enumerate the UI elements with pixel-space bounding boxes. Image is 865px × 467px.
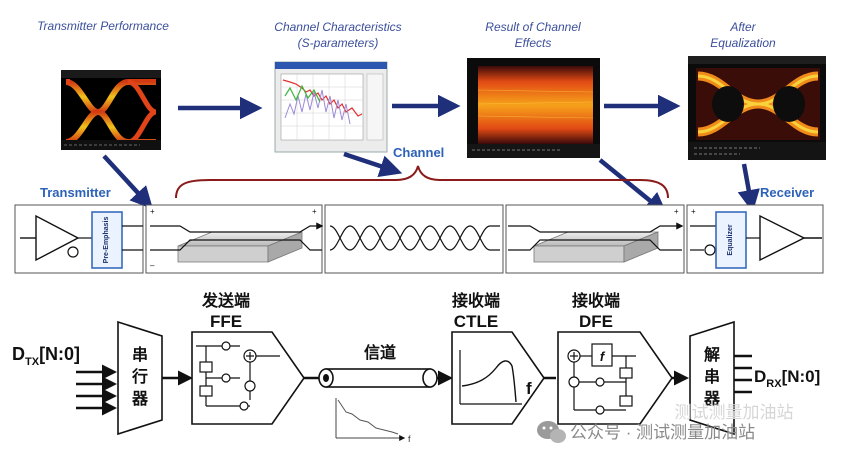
serdes-chain: DTX[N:0] 串 行 器 发送端 FFE [12,291,820,444]
dfe-label: DFE [579,312,613,331]
caption-transmitter-performance: Transmitter Performance [37,19,169,33]
twisted-pair-wire-a [329,225,500,251]
svg-text:–: – [150,261,155,270]
tx-driver-amp [35,214,80,262]
ffe-block [191,331,305,425]
transmitter-box [14,204,144,274]
twisted-pair-wire-b [329,225,500,251]
transmitter-eye-image [61,70,161,150]
arrow-result-to-channel-end [598,158,668,215]
pre-emphasis-label: Pre-Emphasis [103,217,110,264]
svg-text:+: + [312,207,317,216]
svg-text:+: + [691,207,696,216]
deserializer-char-3: 器 [703,390,721,408]
watermark-shadow-text: 测试测量加油站 [675,403,794,422]
channel-label: Channel [393,145,444,160]
drx-label: DRX[N:0] [754,367,820,390]
caption-effects: Effects [515,36,552,50]
channel-loss-plot: f [335,398,411,444]
pre-emphasis-block [91,211,123,269]
tx-title: 发送端 [201,291,250,310]
rx-title-dfe: 接收端 [572,291,620,310]
ffe-internals [196,341,280,411]
caption-result-of-channel: Result of Channel [485,20,581,34]
receiver-label: Receiver [760,185,814,200]
channel-cn-label: 信道 [364,343,396,362]
receiver-box [686,204,824,274]
watermark-brand-text: 公众号 · 测试测量加油站 [570,423,755,442]
parallel-output-arrows [734,354,752,394]
serializer-char-3: 器 [131,390,149,408]
flow-arrows [102,94,760,215]
equalizer-label: Equalizer [727,224,734,255]
caption-s-parameters: (S-parameters) [298,36,379,50]
system-block-row: Pre-Emphasis + – + + + Equalizer [14,204,824,274]
channel-effect-eye-image [467,58,600,158]
ctle-label: CTLE [454,312,498,331]
arrow-sparam-to-channel [343,151,403,177]
equalizer-block [715,211,747,269]
channel-brace [175,165,669,199]
dtx-label: DTX[N:0] [12,344,80,368]
caption-equalization: Equalization [710,36,776,50]
rx-amp [759,214,806,262]
arrow-eq-to-receiver [737,163,760,213]
deserializer-block [689,320,735,436]
loss-plot-f-label: f [408,434,411,444]
ctle-response-curve [459,350,522,405]
arrow-eye-to-transmitter [102,154,154,210]
transmitter-label: Transmitter [40,185,111,200]
rx-title-ctle: 接收端 [452,291,500,310]
ffe-label: FFE [210,312,242,331]
watermark: 测试测量加油站 公众号 · 测试测量加油站 [537,403,794,443]
channel-cable-box [324,204,504,274]
deserializer-char-2: 串 [704,367,720,386]
coax-cable [318,368,438,388]
parallel-input-arrows [76,364,117,416]
dfe-slicer-f-label: f [600,349,606,364]
dfe-slicer [591,343,613,367]
svg-text:+: + [674,207,679,216]
dfe-block [557,331,673,425]
caption-after: After [729,20,756,34]
ctle-block [451,331,545,425]
equalized-eye-image [688,56,826,160]
serializer-char-1: 串 [132,345,148,364]
wechat-icon [537,421,566,443]
ctle-f-label: f [526,379,532,398]
dfe-internals [567,343,636,415]
serializer-char-2: 行 [131,367,148,386]
svg-text:+: + [150,207,155,216]
serializer-block [117,320,163,436]
deserializer-char-1: 解 [704,345,720,364]
caption-channel-characteristics: Channel Characteristics [274,20,401,34]
s-parameter-plot-image [274,61,388,153]
